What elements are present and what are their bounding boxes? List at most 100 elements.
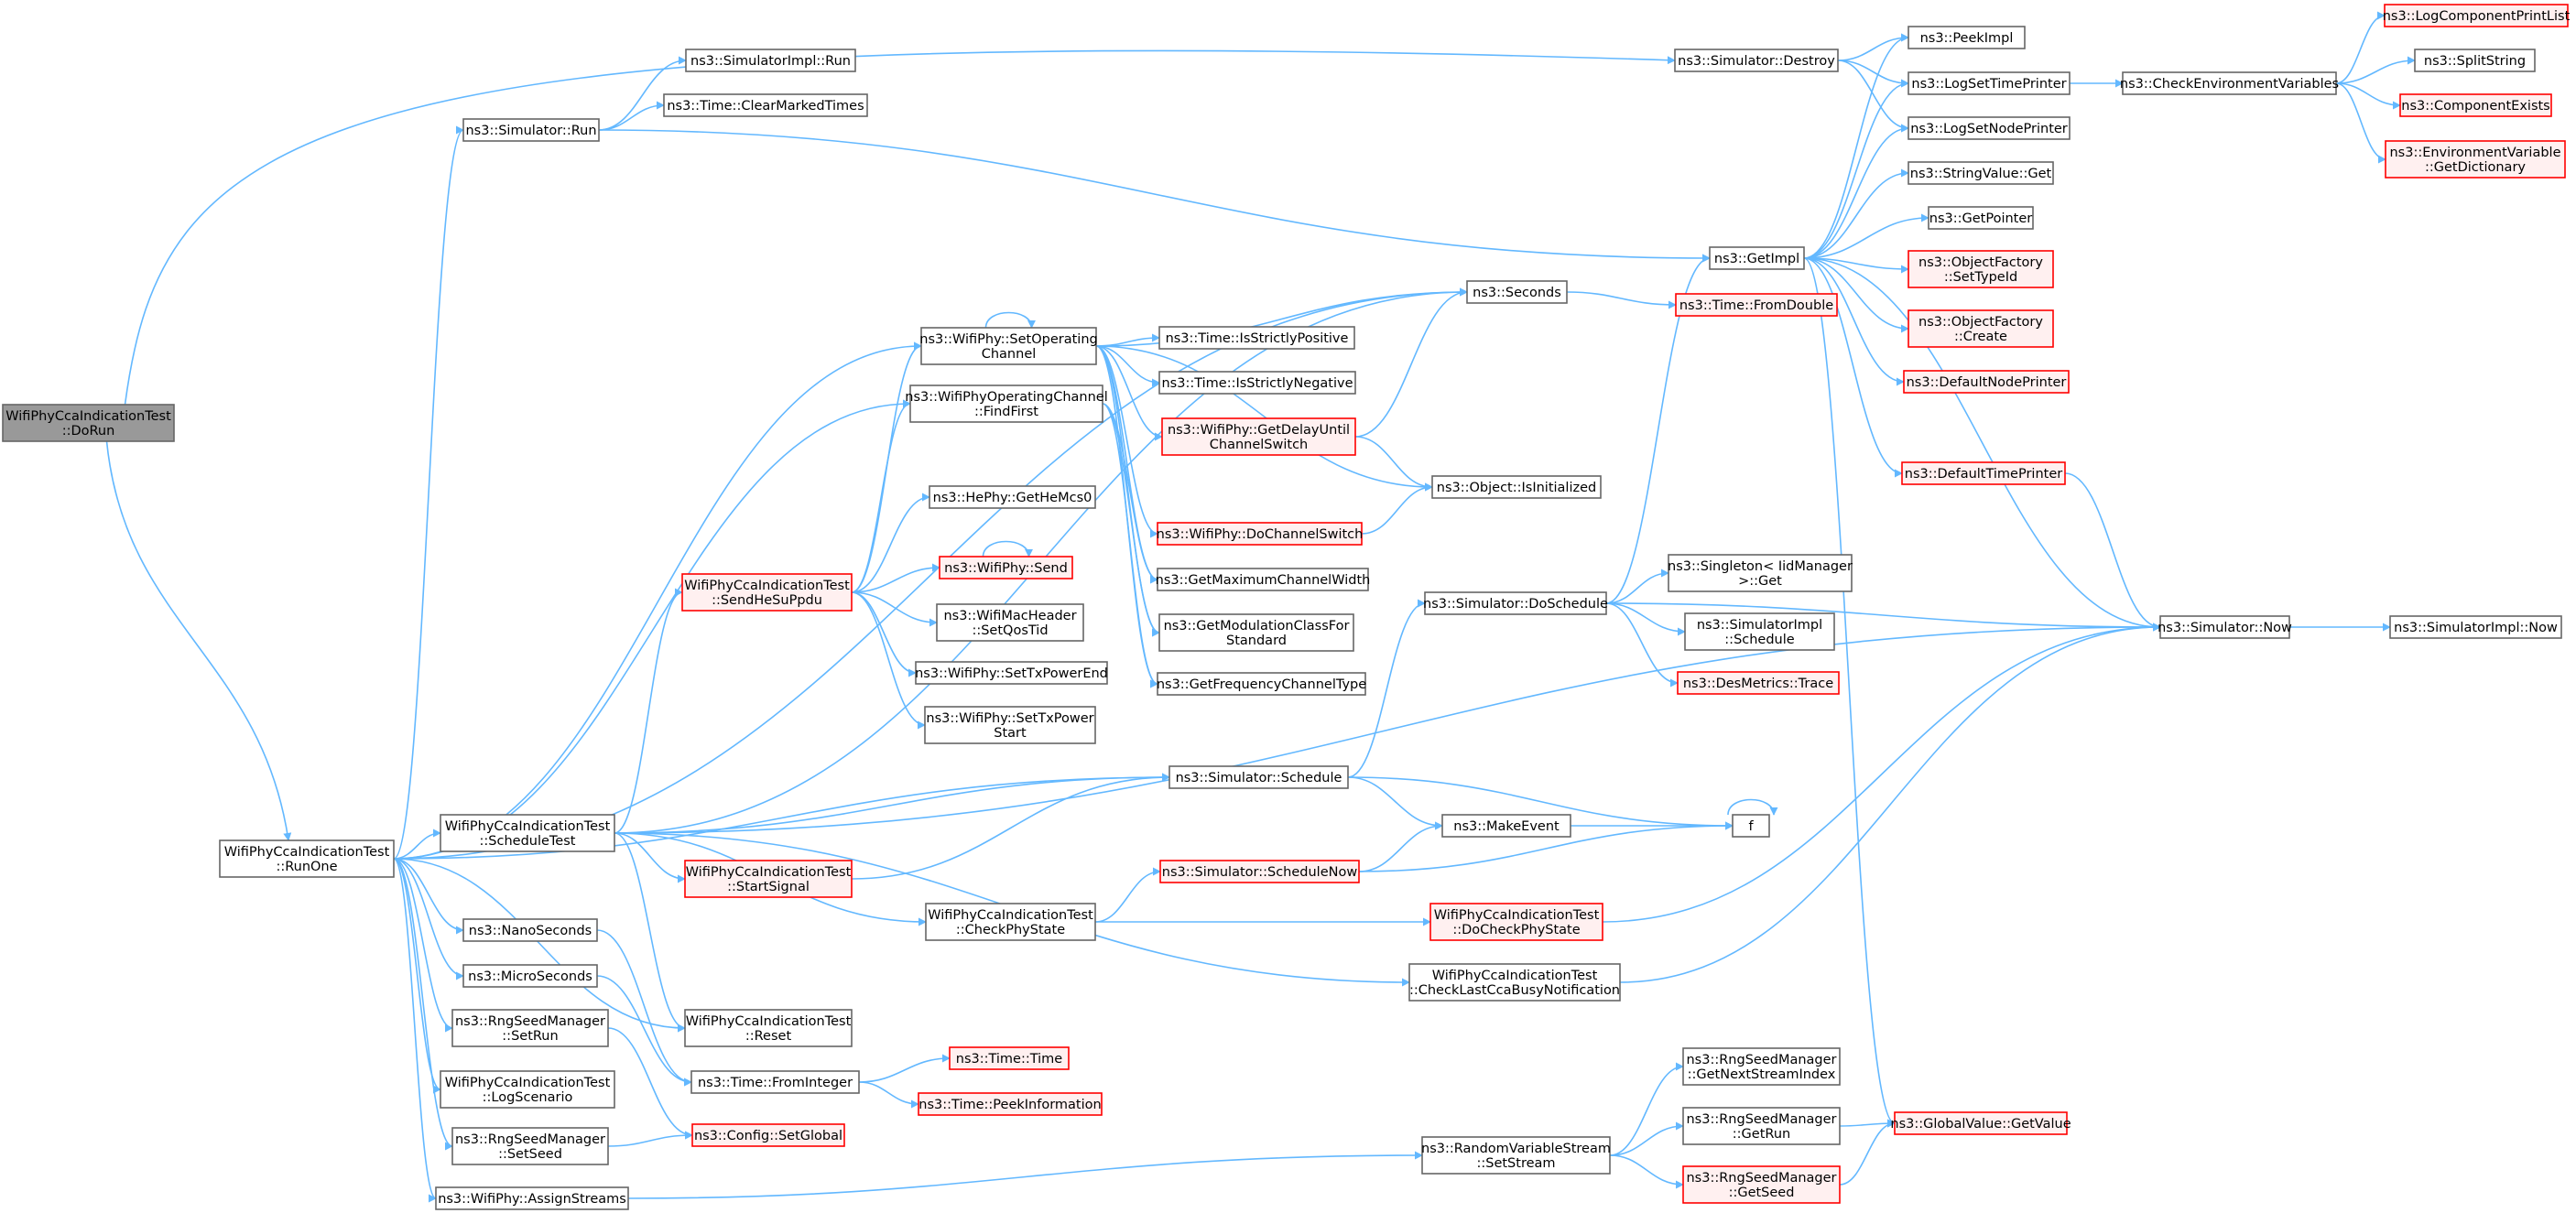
node-schednow[interactable]: ns3::Simulator::ScheduleNow [1159,860,1360,883]
edge-getdelay-isinit [1354,436,1433,492]
node-label: WifiPhyCcaIndicationTest [928,908,1093,923]
node-compexists[interactable]: ns3::ComponentExists [2399,93,2552,117]
node-runone[interactable]: WifiPhyCcaIndicationTest::RunOne [219,839,395,878]
node-doschedule[interactable]: ns3::Simulator::DoSchedule [1423,591,1608,615]
node-peekinfo[interactable]: ns3::Time::PeekInformation [918,1092,1103,1116]
node-objfacttype[interactable]: ns3::ObjectFactory::SetTypeId [1908,250,2054,288]
node-peekimpl[interactable]: ns3::PeekImpl [1908,26,2026,49]
edge-setopchan-dochanswitch [1095,345,1158,538]
node-sendhesu[interactable]: WifiPhyCcaIndicationTest::SendHeSuPpdu [681,573,853,612]
node-simnow[interactable]: ns3::Simulator::Now [2158,615,2292,639]
node-box [1431,475,1602,499]
node-label: ns3::DesMetrics::Trace [1683,677,1833,691]
edge-rnggetseed-globalget [1839,1119,1896,1186]
node-label: ns3::Time::IsStrictlyNegative [1161,376,1353,391]
node-isinit[interactable]: ns3::Object::IsInitialized [1431,475,1602,499]
node-getmaxchan[interactable]: ns3::GetMaximumChannelWidth [1156,568,1371,591]
node-getpointer[interactable]: ns3::GetPointer [1928,206,2034,230]
node-box [435,1186,629,1210]
node-desmetrics[interactable]: ns3::DesMetrics::Trace [1677,671,1840,695]
node-nanosec[interactable]: ns3::NanoSeconds [462,918,598,942]
node-checkphystate[interactable]: WifiPhyCcaIndicationTest::CheckPhyState [925,903,1096,941]
node-seconds[interactable]: ns3::Seconds [1466,280,1568,304]
edge-getimpl-deftimeprinter [1803,257,1903,478]
node-box [1157,672,1366,696]
node-rngsetrun[interactable]: ns3::RngSeedManager::SetRun [451,1009,609,1047]
node-destroy[interactable]: ns3::Simulator::Destroy [1674,49,1839,72]
node-label: ::SetSeed [498,1147,562,1162]
edge-scheduletest-schedule [614,773,1170,834]
node-timefromint[interactable]: ns3::Time::FromInteger [690,1070,860,1094]
node-ispos[interactable]: ns3::Time::IsStrictlyPositive [1158,326,1355,350]
node-configsetglobal[interactable]: ns3::Config::SetGlobal [691,1123,845,1147]
node-rnggetnext[interactable]: ns3::RngSeedManager::GetNextStreamIndex [1682,1047,1841,1086]
node-makeevent[interactable]: ns3::MakeEvent [1441,814,1571,838]
node-simimplrun[interactable]: ns3::SimulatorImpl::Run [685,49,856,72]
node-logsetnode[interactable]: ns3::LogSetNodePrinter [1908,116,2071,140]
node-label: ns3::RandomVariableStream [1421,1142,1611,1156]
node-rnggetseed[interactable]: ns3::RngSeedManager::GetSeed [1682,1165,1841,1204]
node-box [1901,461,2066,485]
node-logscenario[interactable]: WifiPhyCcaIndicationTest::LogScenario [440,1070,615,1109]
node-checklastcca[interactable]: WifiPhyCcaIndicationTest::CheckLastCcaBu… [1408,963,1621,1002]
node-isneg[interactable]: ns3::Time::IsStrictlyNegative [1158,371,1356,395]
node-timetime[interactable]: ns3::Time::Time [949,1046,1070,1070]
node-label: ns3::NanoSeconds [469,924,592,938]
node-clearmarked[interactable]: ns3::Time::ClearMarkedTimes [663,93,868,117]
node-gethemcs0[interactable]: ns3::HePhy::GetHeMcs0 [929,485,1096,509]
node-singleton[interactable]: ns3::Singleton< IidManager >::Get [1668,554,1853,592]
node-checkenv[interactable]: ns3::CheckEnvironmentVariables [2120,71,2339,95]
node-label: ns3::WifiPhy::SetTxPowerEnd [915,666,1108,681]
node-fromdouble[interactable]: ns3::Time::FromDouble [1675,293,1838,317]
node-globalget[interactable]: ns3::GlobalValue::GetValue [1890,1111,2071,1135]
node-getfreqtype[interactable]: ns3::GetFrequencyChannelType [1157,672,1366,696]
node-simrun[interactable]: ns3::Simulator::Run [462,118,600,142]
node-deftimeprinter[interactable]: ns3::DefaultTimePrinter [1901,461,2066,485]
node-objfactcreate[interactable]: ns3::ObjectFactory::Create [1908,309,2054,348]
node-macheader[interactable]: ns3::WifiMacHeader::SetQosTid [936,603,1084,642]
node-label: WifiPhyCcaIndicationTest [224,845,390,860]
node-simimplsched[interactable]: ns3::SimulatorImpl::Schedule [1684,612,1835,651]
node-simimplnow[interactable]: ns3::SimulatorImpl::Now [2389,615,2562,639]
node-strvalget[interactable]: ns3::StringValue::Get [1908,161,2054,185]
node-physend[interactable]: ns3::WifiPhy::Send [939,556,1073,579]
node-box [915,661,1108,685]
node-docheckphy[interactable]: WifiPhyCcaIndicationTest::DoCheckPhyStat… [1429,903,1603,941]
node-rngsetseed[interactable]: ns3::RngSeedManager::SetSeed [451,1127,609,1165]
node-scheduletest[interactable]: WifiPhyCcaIndicationTest::ScheduleTest [440,814,615,852]
node-logsettime[interactable]: ns3::LogSetTimePrinter [1908,71,2071,95]
node-findfirst[interactable]: ns3::WifiPhyOperatingChannel::FindFirst [905,384,1108,423]
node-reset[interactable]: WifiPhyCcaIndicationTest::Reset [684,1009,853,1047]
node-label: ns3::Simulator::Destroy [1678,54,1835,69]
node-box [1157,568,1369,591]
node-box [440,814,615,852]
node-box [2122,71,2337,95]
edge-destroy-logsettime [1837,60,1909,88]
node-label: ns3::WifiPhy::Send [944,561,1068,576]
node-defnodeprinter[interactable]: ns3::DefaultNodePrinter [1903,370,2070,394]
edge-destroy-logsetnode [1837,60,1909,133]
node-assignstreams[interactable]: ns3::WifiPhy::AssignStreams [435,1186,629,1210]
node-microsec[interactable]: ns3::MicroSeconds [462,964,598,988]
node-startsignal[interactable]: WifiPhyCcaIndicationTest::StartSignal [684,860,853,898]
node-rnggetrun[interactable]: ns3::RngSeedManager::GetRun [1682,1107,1841,1145]
node-splitstring[interactable]: ns3::SplitString [2414,49,2536,72]
node-label: ns3::MicroSeconds [468,969,592,984]
node-logcomp[interactable]: ns3::LogComponentPrintList [2383,4,2571,27]
node-root[interactable]: WifiPhyCcaIndicationTest::DoRun [2,404,175,442]
node-label: ::ScheduleTest [480,834,576,849]
node-rvsetstream[interactable]: ns3::RandomVariableStream::SetStream [1421,1136,1611,1175]
node-getimpl[interactable]: ns3::GetImpl [1709,246,1805,270]
node-label: ns3::Object::IsInitialized [1437,481,1596,495]
node-envvar[interactable]: ns3::EnvironmentVariable::GetDictionary [2385,140,2566,179]
node-settxend[interactable]: ns3::WifiPhy::SetTxPowerEnd [915,661,1108,685]
node-f[interactable]: f [1732,814,1770,838]
node-schedule[interactable]: ns3::Simulator::Schedule [1168,765,1349,789]
node-dochanswitch[interactable]: ns3::WifiPhy::DoChannelSwitch [1157,522,1364,546]
node-label: ::LogScenario [483,1090,573,1105]
